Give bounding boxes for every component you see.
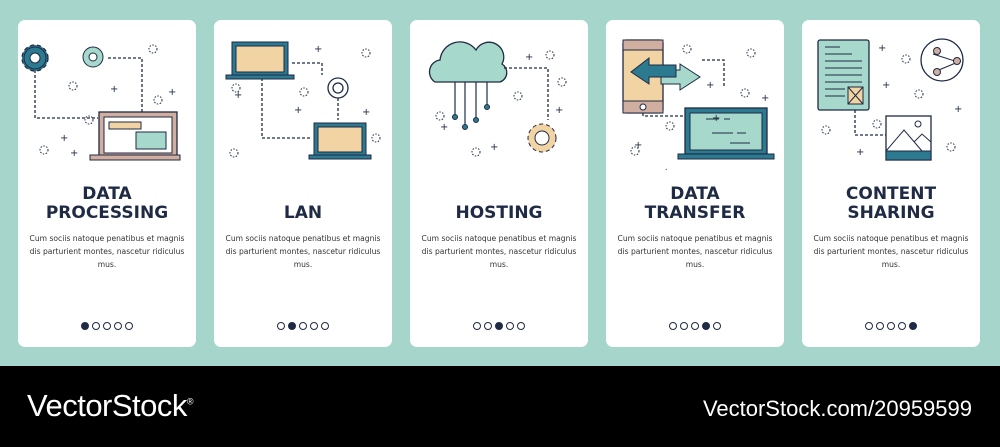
brand-logo: VectorStock® xyxy=(27,388,194,424)
brand-name: VectorStock xyxy=(27,388,187,423)
page-dot[interactable] xyxy=(517,322,525,330)
card-description: Cum sociis natoque penatibus et magnis d… xyxy=(421,234,577,269)
page-dot[interactable] xyxy=(125,322,133,330)
data-processing-illustration: ++++ xyxy=(21,44,181,161)
gear-icon xyxy=(527,123,557,153)
title-line-1: DATA xyxy=(82,184,132,204)
registered-mark: ® xyxy=(186,396,194,407)
document-icon xyxy=(817,39,870,111)
page-dot[interactable] xyxy=(495,322,503,330)
svg-text:+: + xyxy=(440,122,448,133)
page-dot[interactable] xyxy=(299,322,307,330)
page-dot[interactable] xyxy=(484,322,492,330)
svg-text:+: + xyxy=(60,133,68,144)
page-dot[interactable] xyxy=(876,322,884,330)
card-description: Cum sociis natoque penatibus et magnis d… xyxy=(29,234,185,269)
page-dot[interactable] xyxy=(713,322,721,330)
page-dot[interactable] xyxy=(92,322,100,330)
pagination-dots xyxy=(214,322,392,330)
lan-illustration: + + + + xyxy=(225,41,381,160)
hosting-illustration: + + + + xyxy=(428,41,567,157)
page-dot[interactable] xyxy=(310,322,318,330)
svg-text:+: + xyxy=(525,52,533,63)
card-description: Cum sociis natoque penatibus et magnis d… xyxy=(813,234,969,269)
card-description: Cum sociis natoque penatibus et magnis d… xyxy=(617,234,773,269)
pagination-dots xyxy=(802,322,980,330)
svg-text:+: + xyxy=(706,80,714,91)
title-line-2: PROCESSING xyxy=(45,203,169,223)
svg-text:+: + xyxy=(362,107,370,118)
page-dot[interactable] xyxy=(288,322,296,330)
image-reference: VectorStock.com/20959599 xyxy=(702,396,972,421)
svg-text:+: + xyxy=(761,93,769,104)
share-icon xyxy=(920,38,964,82)
page-dot[interactable] xyxy=(680,322,688,330)
page-dot[interactable] xyxy=(321,322,329,330)
sync-icon xyxy=(327,77,349,99)
content-sharing-illustration: + + + + xyxy=(817,38,964,161)
svg-text:+: + xyxy=(314,44,322,55)
gear-icon xyxy=(21,44,49,72)
card-title: LAN xyxy=(214,183,392,223)
card-lan: + + + + LAN Cum sociis natoque penatibus et… xyxy=(214,20,392,347)
svg-text:+: + xyxy=(294,105,302,116)
page-dot[interactable] xyxy=(669,322,677,330)
title-line-2: TRANSFER xyxy=(644,203,746,223)
svg-text:+: + xyxy=(168,87,176,98)
svg-text:+: + xyxy=(555,105,563,116)
image-icon xyxy=(885,115,932,161)
data-transfer-illustration: + + + + + xyxy=(622,39,775,170)
svg-text:+: + xyxy=(634,140,642,151)
page-dot[interactable] xyxy=(114,322,122,330)
title-line-1: DATA xyxy=(670,184,720,204)
svg-text:+: + xyxy=(882,80,890,91)
svg-text:+: + xyxy=(662,167,670,170)
page-dot[interactable] xyxy=(887,322,895,330)
svg-text:+: + xyxy=(234,90,242,101)
transfer-arrows-icon xyxy=(630,56,701,91)
card-description: Cum sociis natoque penatibus et magnis d… xyxy=(225,234,381,269)
card-hosting: + + + + HOSTING Cum sociis natoque penatibu… xyxy=(410,20,588,347)
pagination-dots xyxy=(606,322,784,330)
page-dot[interactable] xyxy=(277,322,285,330)
title-line-2: LAN xyxy=(283,203,323,223)
page-dot[interactable] xyxy=(103,322,111,330)
page-dot[interactable] xyxy=(898,322,906,330)
page-dot[interactable] xyxy=(702,322,710,330)
page-dot[interactable] xyxy=(909,322,917,330)
svg-text:+: + xyxy=(70,148,78,159)
svg-text:+: + xyxy=(954,104,962,115)
page-dot[interactable] xyxy=(506,322,514,330)
svg-text:+: + xyxy=(878,43,886,54)
page-dot[interactable] xyxy=(473,322,481,330)
svg-text:+: + xyxy=(110,84,118,95)
title-line-1: CONTENT xyxy=(845,184,937,204)
title-line-2: SHARING xyxy=(847,203,935,223)
svg-text:+: + xyxy=(712,113,720,124)
cloud-icon xyxy=(428,41,508,83)
pagination-dots xyxy=(18,322,196,330)
page-dot[interactable] xyxy=(81,322,89,330)
svg-text:+: + xyxy=(856,147,864,158)
page-dot[interactable] xyxy=(691,322,699,330)
gear-icon xyxy=(82,46,104,68)
svg-text:+: + xyxy=(490,142,498,153)
card-title: HOSTING xyxy=(410,183,588,223)
pagination-dots xyxy=(410,322,588,330)
watermark-footer: VectorStock® VectorStock.com/20959599 xyxy=(0,366,1000,447)
title-line-2: HOSTING xyxy=(455,203,543,223)
page-dot[interactable] xyxy=(865,322,873,330)
